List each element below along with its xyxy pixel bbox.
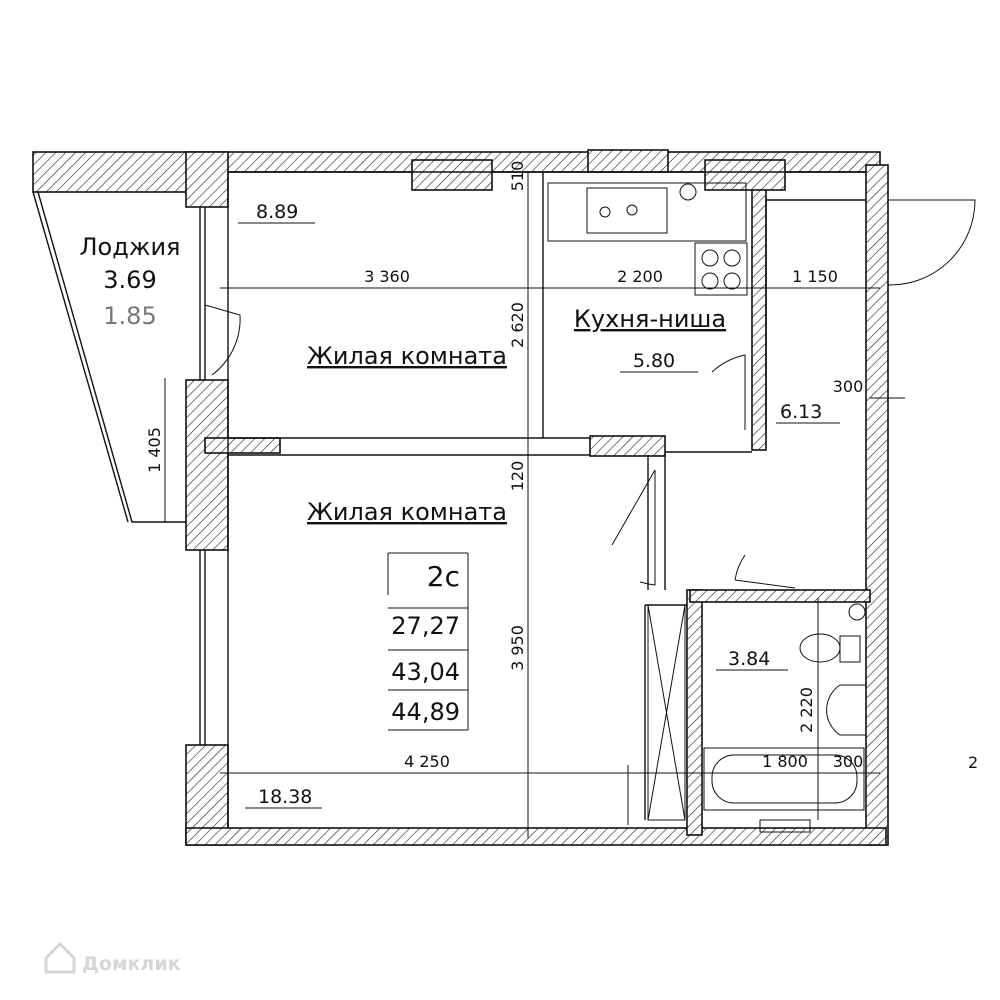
- doors: [204, 199, 976, 589]
- dim-2200: 2 200: [617, 267, 663, 286]
- wall-bath-top: [689, 589, 871, 603]
- wall-loggia-top: [32, 151, 206, 193]
- loggia-reduced-area: 1.85: [103, 302, 156, 330]
- bathroom-fixtures: [647, 603, 866, 833]
- wall-bath-left: [686, 589, 703, 836]
- dim-120: 120: [508, 461, 527, 492]
- wardrobe: [647, 604, 686, 821]
- washbasin: [826, 684, 866, 736]
- bath-door: [734, 554, 796, 589]
- summary-table: 2с 27,27 43,04 44,89: [387, 552, 469, 731]
- sink: [586, 187, 668, 234]
- kitchen-area: 5.80: [633, 350, 675, 372]
- bathtub: [703, 747, 865, 811]
- edge-mark-2: 2: [968, 753, 978, 772]
- toilet: [799, 633, 841, 663]
- wall-top-pier-2: [587, 149, 669, 173]
- dim-1800: 1 800: [762, 752, 808, 771]
- wall-partition-kitchen: [589, 435, 666, 457]
- living-area-total: 27,27: [391, 612, 460, 640]
- kitchen-door: [711, 354, 746, 430]
- dim-3950: 3 950: [508, 625, 527, 671]
- living-bottom-area: 18.38: [258, 786, 312, 808]
- kitchen-fixtures: [547, 182, 748, 296]
- watermark: Домклик: [44, 941, 181, 975]
- wall-partition-mid: [204, 437, 281, 454]
- dim-2220: 2 220: [797, 687, 816, 733]
- dimension-labels: 3 360 2 200 1 150 2 620 510 300 1 405 12…: [145, 161, 978, 772]
- gas-pipe: [679, 183, 697, 201]
- walls: [32, 149, 889, 846]
- bath-area: 3.84: [728, 648, 770, 670]
- total-area: 43,04: [391, 658, 460, 686]
- dim-2620: 2 620: [508, 302, 527, 348]
- stove: [694, 242, 748, 296]
- living-top-area: 8.89: [256, 201, 298, 223]
- dimension-lines: [164, 172, 905, 838]
- total-area-with-loggia: 44,89: [391, 698, 460, 726]
- wall-right: [865, 164, 889, 846]
- wall-hall-left: [751, 184, 767, 451]
- entrance-door: [887, 199, 976, 286]
- wall-left-upper: [185, 151, 229, 208]
- living-top-name: Жилая комната: [307, 342, 507, 370]
- watermark-text: Домклик: [82, 953, 181, 975]
- dim-4250: 4 250: [404, 752, 450, 771]
- apartment-type: 2с: [427, 560, 460, 593]
- dim-1150: 1 150: [792, 267, 838, 286]
- hall-area: 6.13: [780, 401, 822, 423]
- interior-lines: [227, 171, 866, 828]
- living-bottom-name: Жилая комната: [307, 498, 507, 526]
- loggia-area: 3.69: [103, 266, 156, 294]
- loggia-name: Лоджия: [80, 233, 181, 261]
- kitchen-name: Кухня-ниша: [574, 305, 726, 333]
- dim-300a: 300: [833, 377, 864, 396]
- dim-300b: 300: [833, 752, 864, 771]
- loggia: Лоджия 3.69 1.85: [32, 191, 206, 745]
- wall-top-pier-3: [704, 159, 786, 191]
- wall-bottom: [185, 827, 887, 846]
- room-labels: 8.89 Жилая комната Кухня-ниша 5.80 6.13 …: [256, 201, 822, 808]
- dim-1405: 1 405: [145, 427, 164, 473]
- dim-510: 510: [508, 161, 527, 192]
- house-logo-icon: [44, 941, 76, 974]
- wall-top-pier-1: [411, 159, 493, 191]
- loggia-door: [204, 304, 241, 376]
- wall-left-mid: [185, 379, 229, 551]
- dim-3360: 3 360: [364, 267, 410, 286]
- hall-door: [611, 469, 656, 586]
